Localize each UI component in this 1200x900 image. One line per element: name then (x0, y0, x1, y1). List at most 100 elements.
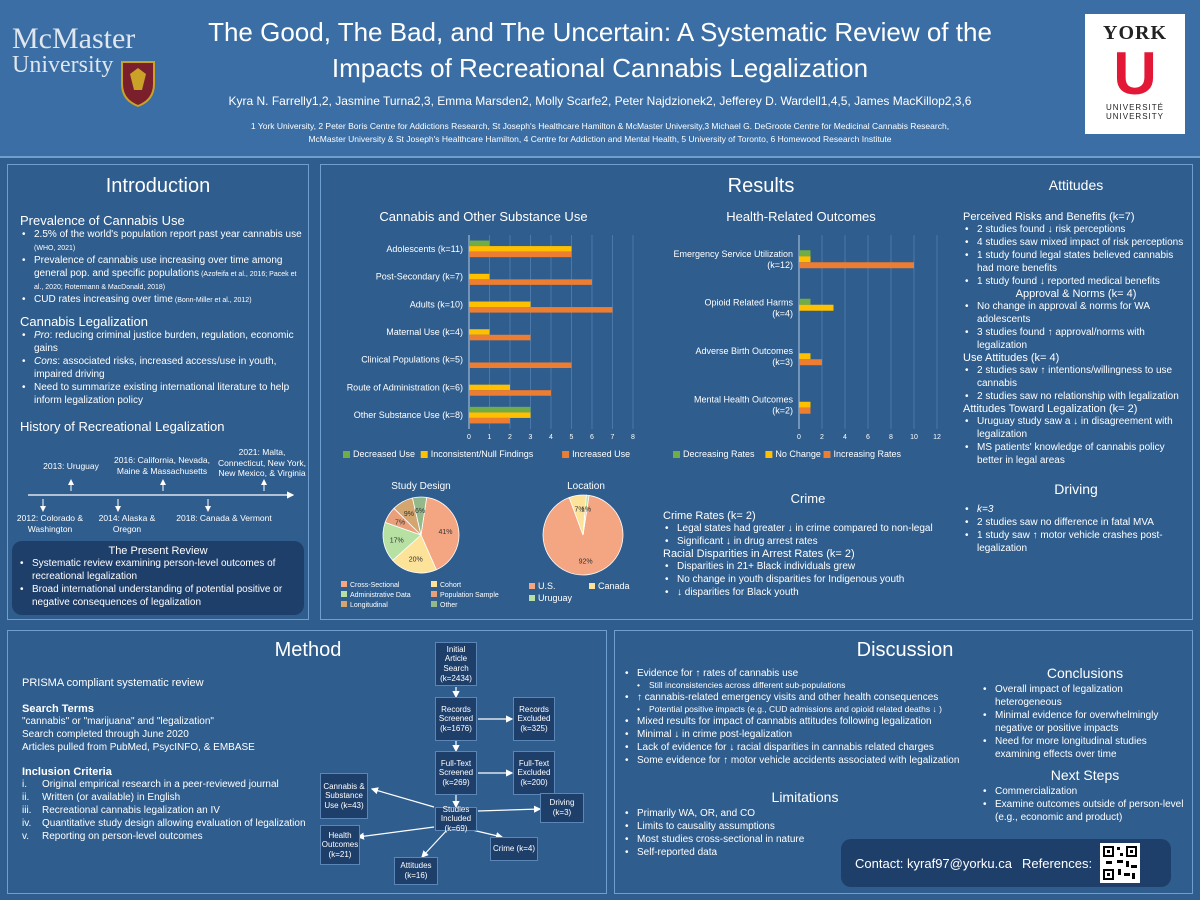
list-text: Original empirical research in a peer-re… (42, 779, 279, 790)
timeline-2021: 2021: Malta, Connecticut, New York, New … (218, 447, 306, 479)
timeline-2016: 2016: California, Nevada, Maine & Massac… (114, 455, 210, 476)
list-text: Reporting on person-level outcomes (42, 831, 203, 842)
slice-label: 7% (574, 507, 584, 514)
list-item: i. Original empirical research in a peer-… (22, 778, 322, 791)
list-item: Most studies cross-sectional in nature (623, 833, 923, 846)
list-item: 1 study found ↓ reported medical benefit… (963, 275, 1189, 288)
qr-code-icon[interactable] (1100, 843, 1141, 883)
authors: Kyra N. Farrelly1,2, Jasmine Turna2,3, E… (228, 94, 972, 108)
category-label: Route of Administration (k=6) (347, 382, 463, 392)
method-panel: Method PRISMA compliant systematic revie… (7, 630, 607, 894)
pie-slice (542, 494, 624, 576)
legalization-list: Pro: reducing criminal justice burden, r… (20, 329, 302, 407)
mcmaster-name: McMaster (12, 22, 136, 55)
use-attitudes-list: 2 studies saw ↑ intentions/willingness t… (963, 364, 1189, 403)
list-text: Recreational cannabis legalization an IV (42, 805, 220, 816)
york-french: UNIVERSITÉ (1105, 103, 1164, 112)
x-tick-label: 0 (467, 434, 471, 441)
legend-swatch (589, 583, 595, 589)
list-item: Mixed results for impact of cannabis att… (623, 715, 973, 728)
list-text: 2.5% of the world's population report pa… (34, 229, 302, 240)
slice-label: 9% (404, 511, 414, 518)
contact-email[interactable]: Contact: kyraf97@yorku.ca (855, 855, 1012, 871)
x-tick-label: 10 (910, 434, 918, 441)
x-tick-label: 4 (549, 434, 553, 441)
bar (799, 304, 834, 311)
list-item: ii.Written (or available) in English (22, 791, 322, 804)
flow-cannabis-use: Cannabis & Substance Use (k=43) (320, 773, 368, 819)
disparities-heading: Racial Disparities in Arrest Rates (k= 2… (663, 548, 855, 560)
slice-label: 41% (438, 529, 452, 536)
list-item: Minimal ↓ in crime post-legalization (623, 728, 973, 741)
legend-swatch (529, 583, 535, 589)
location-title: Location (567, 481, 605, 492)
list-item: Minimal evidence for overwhelmingly nega… (981, 709, 1189, 735)
list-number: v. (22, 831, 30, 842)
x-tick-label: 2 (820, 434, 824, 441)
discussion-list: Evidence for ↑ rates of cannabis use Sti… (623, 667, 973, 767)
x-tick-label: 8 (889, 434, 893, 441)
risk-heading: Perceived Risks and Benefits (k=7) (963, 211, 1135, 223)
affiliations: 1 York University, 2 Peter Boris Centre … (170, 120, 1030, 146)
timeline-2014: 2014: Alaska & Oregon (98, 513, 156, 534)
bar (799, 407, 811, 414)
bar (469, 273, 490, 280)
category-label: Adolescents (k=11) (386, 244, 463, 254)
legend-label: Longitudinal (350, 602, 388, 609)
legend-label: Cohort (440, 582, 461, 589)
prevalence-heading: Prevalence of Cannabis Use (20, 213, 185, 228)
cons-label: Cons (34, 356, 58, 367)
legend-label: U.S. (538, 581, 556, 591)
list-item: Pro: reducing criminal justice burden, r… (20, 329, 302, 355)
list-item: Broad international understanding of pot… (18, 583, 298, 609)
list-text: Quantitative study design allowing evalu… (42, 818, 306, 829)
legend-label: Other (440, 602, 458, 609)
contact-box: Contact: kyraf97@yorku.ca References: (841, 839, 1171, 887)
list-item: iii.Recreational cannabis legalization a… (22, 804, 322, 817)
bar (469, 334, 531, 341)
legend-label: Administrative Data (350, 592, 411, 599)
legend-swatch (823, 451, 831, 458)
list-item: 2 studies saw no difference in fatal MVA (963, 516, 1189, 529)
slice-label: 20% (409, 557, 423, 564)
legend-swatch (431, 601, 437, 607)
search-date: Search completed through June 2020 (22, 729, 189, 740)
flow-health-outcomes: Health Outcomes (k=21) (320, 825, 360, 865)
x-tick-label: 0 (797, 434, 801, 441)
list-item: Systematic review examining person-level… (18, 557, 298, 583)
conclusions-title: Conclusions (1046, 665, 1124, 681)
attitudes-title: Attitudes (1048, 177, 1104, 193)
pie-slice (582, 494, 590, 536)
discussion-panel: Discussion Evidence for ↑ rates of canna… (614, 630, 1193, 894)
bar (799, 262, 914, 269)
bar (799, 401, 811, 408)
discussion-title: Discussion (856, 639, 954, 661)
pie-slice (392, 534, 437, 574)
bar (469, 251, 572, 258)
bar (469, 246, 572, 252)
bar (469, 406, 531, 413)
legend-swatch (341, 601, 347, 607)
legend-label: Cross-Sectional (350, 582, 400, 589)
x-tick-label: 3 (529, 434, 533, 441)
list-number: i. (22, 779, 27, 790)
approval-heading: Approval & Norms (k= 4) (1015, 288, 1137, 300)
pie-slice (420, 496, 460, 571)
slice-label: 7% (395, 519, 405, 526)
results-panel: Results Cannabis and Other Substance Use… (320, 164, 1193, 620)
bar (469, 417, 510, 424)
list-item: Prevalence of cannabis use increasing ov… (20, 254, 302, 293)
category-label: Adults (k=10) (410, 299, 463, 309)
timeline-2013: 2013: Uruguay (43, 461, 99, 471)
affiliation-line-1: 1 York University, 2 Peter Boris Centre … (250, 121, 950, 131)
toward-legalization-heading: Attitudes Toward Legalization (k= 2) (963, 403, 1138, 415)
category-label: Post-Secondary (k=7) (376, 272, 463, 282)
list-item: v. Reporting on person-level outcomes (22, 830, 322, 843)
legend-swatch (341, 581, 347, 587)
legend-swatch (431, 581, 437, 587)
bar (469, 329, 490, 335)
category-label: Clinical Populations (k=5) (361, 355, 463, 365)
list-item: Legal states had greater ↓ in crime comp… (663, 522, 953, 535)
